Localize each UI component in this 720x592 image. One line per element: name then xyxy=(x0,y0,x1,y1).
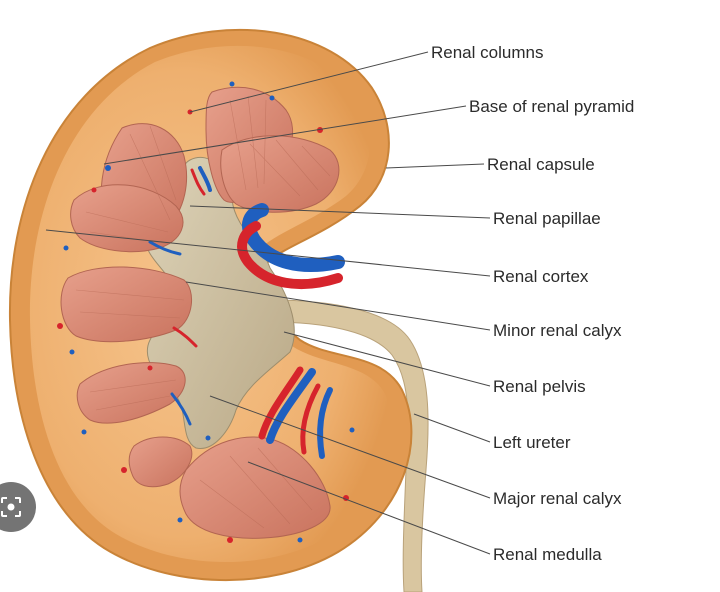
leader-major-renal-calyx xyxy=(209,395,491,499)
leader-lines xyxy=(45,51,491,555)
pyramid-2 xyxy=(220,135,340,213)
label-renal-columns: Renal columns xyxy=(431,43,543,62)
renal-pyramids xyxy=(60,86,340,539)
leader-left-ureter xyxy=(413,413,491,443)
leader-renal-papillae xyxy=(189,205,491,219)
label-renal-cortex: Renal cortex xyxy=(493,267,589,286)
lens-search-icon xyxy=(1,497,21,517)
leader-renal-capsule xyxy=(385,163,485,169)
cortex-vessel-dots xyxy=(57,81,355,543)
pyramid-striations xyxy=(75,95,331,529)
lens-search-button[interactable] xyxy=(0,482,36,532)
leader-renal-pelvis xyxy=(283,331,491,387)
label-renal-medulla: Renal medulla xyxy=(493,545,602,564)
label-renal-capsule: Renal capsule xyxy=(487,155,595,174)
leader-minor-renal-calyx xyxy=(185,281,491,331)
pyramid-5 xyxy=(60,266,193,343)
leader-renal-cortex xyxy=(45,229,491,277)
pyramid-8 xyxy=(179,436,331,539)
leader-renal-medulla xyxy=(247,461,491,555)
pyramid-7 xyxy=(128,436,193,488)
label-minor-renal-calyx: Minor renal calyx xyxy=(493,321,622,340)
label-renal-pelvis: Renal pelvis xyxy=(493,377,586,396)
ureter-tube xyxy=(269,299,429,592)
leader-renal-columns xyxy=(189,51,429,113)
label-major-renal-calyx: Major renal calyx xyxy=(493,489,622,508)
diagram-labels: Renal columns Base of renal pyramid Rena… xyxy=(431,43,634,564)
label-renal-papillae: Renal papillae xyxy=(493,209,601,228)
label-base-of-renal-pyramid: Base of renal pyramid xyxy=(469,97,634,116)
leader-base-of-renal-pyramid xyxy=(103,105,467,165)
renal-vessels xyxy=(148,166,345,459)
pyramid-6 xyxy=(76,362,186,424)
label-left-ureter: Left ureter xyxy=(493,433,571,452)
